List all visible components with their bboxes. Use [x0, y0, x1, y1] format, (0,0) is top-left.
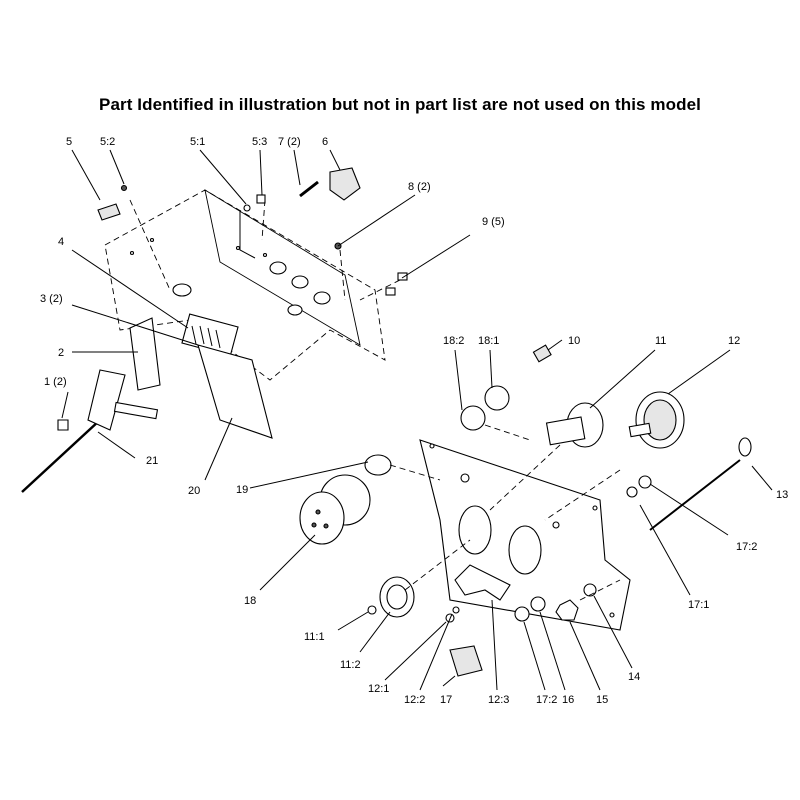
- screw-5-1: [243, 204, 251, 212]
- leader-lines: [61, 149, 773, 691]
- label-1: 1 (2): [44, 376, 67, 388]
- label-2: 2: [58, 347, 64, 359]
- label-19: 19: [236, 484, 248, 496]
- screw-9b: [385, 287, 396, 296]
- bezel-11-2: [379, 576, 415, 618]
- screw-9a: [397, 272, 408, 281]
- connector-plug: [329, 167, 361, 201]
- label-17: 17: [440, 694, 452, 706]
- main-bracket: [104, 189, 386, 381]
- choke-cable: [649, 437, 752, 531]
- key-lever: [21, 369, 159, 493]
- hour-meter-gauge: [545, 402, 604, 448]
- label-17-2-upper: 17:2: [736, 541, 757, 553]
- callout-labels: 5 5:2 5:1 5:3 7 (2) 6 8 (2) 9 (5) 4 3 (2…: [40, 136, 788, 706]
- screw-5-3: [256, 194, 266, 204]
- nut-15: [555, 599, 579, 621]
- meter-18: [299, 474, 371, 545]
- washer-17-2b: [626, 486, 638, 498]
- block-17: [449, 645, 483, 677]
- washer-14: [583, 583, 597, 597]
- label-18-1: 18:1: [478, 335, 499, 347]
- label-12: 12: [728, 335, 740, 347]
- ring-19: [364, 454, 392, 476]
- switch-bracket: [129, 317, 161, 391]
- label-17-2-lower: 17:2: [536, 694, 557, 706]
- washer-12-2: [452, 606, 460, 614]
- label-4: 4: [58, 236, 64, 248]
- switch-module: [181, 313, 239, 357]
- label-5: 5: [66, 136, 72, 148]
- label-14: 14: [628, 671, 640, 683]
- label-11-1: 11:1: [304, 631, 325, 643]
- label-11: 11: [655, 335, 666, 347]
- label-21: 21: [146, 455, 158, 467]
- label-8: 8 (2): [408, 181, 431, 193]
- label-18: 18: [244, 595, 256, 607]
- page-title: Part Identified in illustration but not …: [99, 95, 701, 114]
- label-20: 20: [188, 485, 200, 497]
- label-15: 15: [596, 694, 608, 706]
- washer-11-1: [367, 605, 377, 615]
- connector-10: [532, 344, 552, 363]
- washer-17-2: [638, 475, 652, 489]
- label-12-1: 12:1: [368, 683, 389, 695]
- label-7: 7 (2): [278, 136, 301, 148]
- washer-16: [530, 596, 546, 612]
- knob: [97, 203, 121, 221]
- ring-18-2: [460, 405, 486, 431]
- alignment-lines: [129, 199, 621, 601]
- nut-17-2b: [514, 606, 530, 622]
- label-5-3: 5:3: [252, 136, 267, 148]
- label-13: 13: [776, 489, 788, 501]
- label-10: 10: [568, 335, 580, 347]
- setscrew: [120, 184, 128, 192]
- label-5-2: 5:2: [100, 136, 115, 148]
- label-9: 9 (5): [482, 216, 505, 228]
- label-12-2: 12:2: [404, 694, 425, 706]
- label-6: 6: [322, 136, 328, 148]
- label-12-3: 12:3: [488, 694, 509, 706]
- label-17-1: 17:1: [688, 599, 709, 611]
- bolt: [299, 180, 319, 198]
- label-18-2: 18:2: [443, 335, 464, 347]
- label-16: 16: [562, 694, 574, 706]
- cover-plate: [197, 344, 273, 439]
- clip-12-3: [454, 564, 511, 601]
- label-5-1: 5:1: [190, 136, 205, 148]
- label-11-2: 11:2: [340, 659, 361, 671]
- label-3: 3 (2): [40, 293, 63, 305]
- ring-18-1: [484, 385, 510, 411]
- gauge-12: [628, 391, 685, 449]
